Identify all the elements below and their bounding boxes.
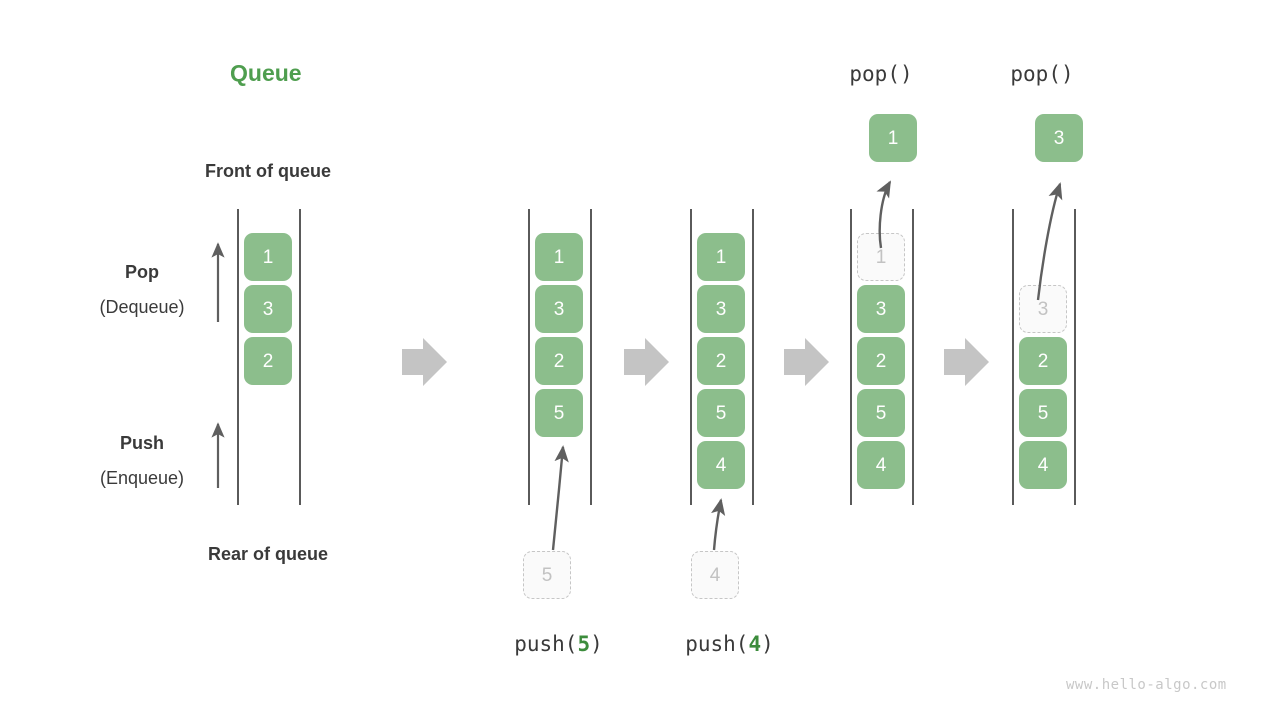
- caption-head: push(: [685, 632, 749, 656]
- caption-arg: 5: [577, 632, 591, 656]
- incoming-element-ghost: 5: [523, 551, 571, 599]
- queue-cell: 5: [535, 389, 583, 437]
- push-label: Push: [119, 433, 164, 453]
- queue-cell: 5: [1019, 389, 1067, 437]
- front-of-queue-label: Front of queue: [205, 161, 331, 181]
- queue-cell: 2: [697, 337, 745, 385]
- incoming-element-ghost: 4: [691, 551, 739, 599]
- rail-left: [850, 209, 852, 505]
- stage-caption-push-5: push(5): [481, 632, 636, 656]
- op-label-pop: pop(): [849, 62, 913, 86]
- rail-left: [528, 209, 530, 505]
- caption-arg: 4: [748, 632, 762, 656]
- queue-cell: 3: [697, 285, 745, 333]
- queue-cell: 5: [697, 389, 745, 437]
- queue-cell: 1: [697, 233, 745, 281]
- queue-cell: 3: [244, 285, 292, 333]
- popped-element: 3: [1035, 114, 1083, 162]
- caption-tail: ): [590, 632, 603, 656]
- pop-sublabel: (Dequeue): [99, 297, 185, 317]
- queue-cell: 1: [244, 233, 292, 281]
- queue-cell: 4: [1019, 441, 1067, 489]
- queue-cell: 5: [857, 389, 905, 437]
- watermark: www.hello-algo.com: [1066, 677, 1227, 693]
- queue-cell: 3: [535, 285, 583, 333]
- queue-cell: 2: [535, 337, 583, 385]
- stage-caption-push-4: push(4): [652, 632, 807, 656]
- rail-left: [690, 209, 692, 505]
- rail-right: [912, 209, 914, 505]
- rail-right: [590, 209, 592, 505]
- stage-transition-arrow: [784, 338, 829, 386]
- push-5-insert-arrow: [551, 445, 569, 551]
- queue-cell-ghost: 1: [857, 233, 905, 281]
- popped-element: 1: [869, 114, 917, 162]
- queue-cell: 3: [857, 285, 905, 333]
- stage-transition-arrow: [402, 338, 447, 386]
- queue-cell: 2: [244, 337, 292, 385]
- queue-cell: 1: [535, 233, 583, 281]
- stage-transition-arrow: [944, 338, 989, 386]
- queue-cell: 2: [1019, 337, 1067, 385]
- op-label-pop: pop(): [1010, 62, 1074, 86]
- rear-of-queue-label: Rear of queue: [207, 544, 329, 564]
- rail-left: [1012, 209, 1014, 505]
- rail-left: [237, 209, 239, 505]
- queue-cell: 4: [857, 441, 905, 489]
- pop-3-remove-arrow: [1036, 182, 1063, 301]
- diagram-title: Queue: [230, 60, 302, 86]
- stage-transition-arrow: [624, 338, 669, 386]
- caption-tail: ): [761, 632, 774, 656]
- queue-cell: 2: [857, 337, 905, 385]
- push-4-insert-arrow: [711, 498, 726, 551]
- pop-label: Pop: [125, 262, 159, 282]
- queue-cell-ghost: 3: [1019, 285, 1067, 333]
- rail-right: [1074, 209, 1076, 505]
- rail-right: [752, 209, 754, 505]
- caption-head: push(: [514, 632, 578, 656]
- push-sublabel: (Enqueue): [99, 468, 185, 488]
- rail-right: [299, 209, 301, 505]
- queue-cell: 4: [697, 441, 745, 489]
